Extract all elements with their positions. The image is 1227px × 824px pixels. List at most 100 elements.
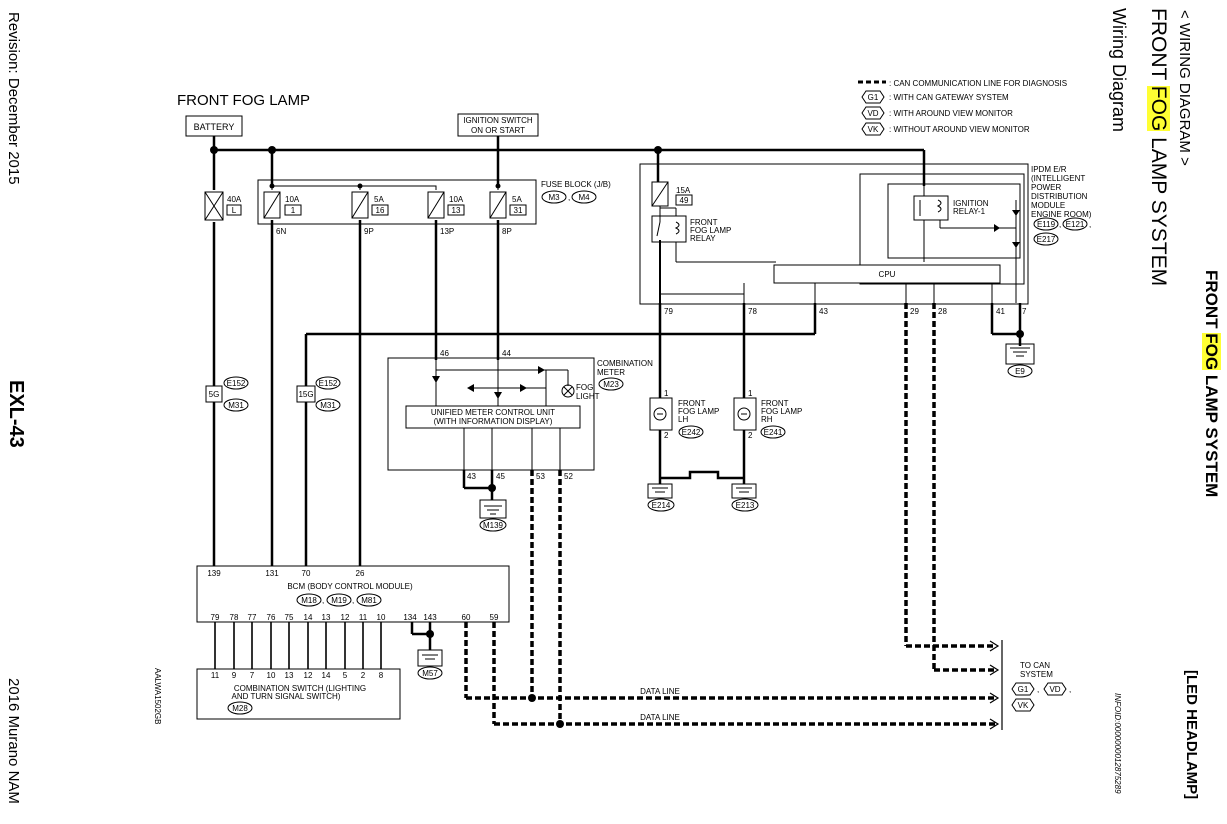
svg-text:FRONT: FRONT — [690, 218, 718, 227]
bcm-pin-label: 11 — [359, 613, 368, 622]
svg-text:,: , — [568, 193, 570, 202]
can-arrows — [989, 640, 1003, 730]
svg-text:29: 29 — [910, 307, 919, 316]
bcm-pin-label: 13 — [322, 613, 331, 622]
svg-text:RELAY-1: RELAY-1 — [953, 207, 986, 216]
legend-g1-tag: G1 — [868, 93, 879, 102]
legend-vd-text: : WITH AROUND VIEW MONITOR — [889, 109, 1013, 118]
battery-label: BATTERY — [194, 122, 235, 132]
data-line-label-2: DATA LINE — [640, 713, 680, 722]
svg-text:79: 79 — [664, 307, 673, 316]
svg-text:46: 46 — [440, 349, 449, 358]
switch-pin-label: 14 — [322, 671, 331, 680]
svg-text:FRONT: FRONT — [678, 399, 706, 408]
ground-e9 — [1005, 343, 1035, 378]
bcm-pin-label: 60 — [462, 613, 471, 622]
legend-vd-tag: VD — [867, 109, 878, 118]
svg-text:IGNITION: IGNITION — [953, 199, 989, 208]
power-wires — [212, 136, 1022, 650]
ground-e213-label: E213 — [736, 501, 755, 510]
svg-text:78: 78 — [748, 307, 757, 316]
can-lines — [464, 303, 996, 726]
switch-pin-label: 11 — [211, 671, 220, 680]
svg-text:CPU: CPU — [879, 270, 896, 279]
svg-text:UNIFIED METER CONTROL UNIT: UNIFIED METER CONTROL UNIT — [431, 408, 555, 417]
svg-text:M19: M19 — [331, 596, 347, 605]
fuse-labels: 10A 1 5A 16 10A 13 5A 31 6N 9P 13P 8P — [276, 195, 527, 236]
svg-text:10A: 10A — [285, 195, 300, 204]
ignition-label-2: ON OR START — [471, 126, 525, 135]
bcm-pin-label: 75 — [285, 613, 294, 622]
svg-text:6N: 6N — [276, 227, 286, 236]
svg-text:COMBINATION: COMBINATION — [597, 359, 653, 368]
svg-text:DISTRIBUTION: DISTRIBUTION — [1031, 192, 1088, 201]
svg-text:10A: 10A — [449, 195, 464, 204]
svg-text:5A: 5A — [512, 195, 522, 204]
bcm-pin-label: 77 — [248, 613, 257, 622]
svg-text:FOG LAMP: FOG LAMP — [678, 407, 719, 416]
svg-text:G1: G1 — [1018, 685, 1029, 694]
svg-text:,: , — [322, 596, 324, 605]
legend-g1-text: : WITH CAN GATEWAY SYSTEM — [889, 93, 1009, 102]
svg-text:(INTELLIGENT: (INTELLIGENT — [1031, 174, 1085, 183]
svg-text:15A: 15A — [676, 186, 691, 195]
svg-text:26: 26 — [356, 569, 365, 578]
data-line-label-1: DATA LINE — [640, 687, 680, 696]
switch-wires — [214, 622, 382, 669]
svg-text:2: 2 — [664, 431, 669, 440]
ground-e213 — [731, 483, 759, 512]
svg-text:M81: M81 — [361, 596, 377, 605]
svg-text:5G: 5G — [209, 390, 220, 399]
svg-text:E241: E241 — [764, 428, 783, 437]
ground-e214 — [647, 483, 675, 512]
bcm-pin-label: 59 — [490, 613, 499, 622]
svg-text:49: 49 — [680, 196, 689, 205]
bcm-pin-label: 143 — [423, 613, 437, 622]
fuse-40a: 40A L — [204, 191, 242, 221]
bcm-pin-label: 134 — [403, 613, 417, 622]
svg-text:LIGHT: LIGHT — [576, 392, 600, 401]
svg-text:M31: M31 — [320, 401, 336, 410]
svg-text:M31: M31 — [228, 401, 244, 410]
svg-text:M18: M18 — [301, 596, 317, 605]
svg-text:E119: E119 — [1037, 220, 1056, 229]
svg-text:,: , — [352, 596, 354, 605]
svg-text:5A: 5A — [374, 195, 384, 204]
svg-text:52: 52 — [564, 472, 573, 481]
bcm-pin-label: 12 — [341, 613, 350, 622]
switch-pin-label: 10 — [267, 671, 276, 680]
switch-pin-label: 12 — [304, 671, 313, 680]
switch-pin-label: 13 — [285, 671, 294, 680]
svg-text:E152: E152 — [319, 379, 338, 388]
svg-text:1: 1 — [291, 206, 296, 215]
svg-text:43: 43 — [467, 472, 476, 481]
bcm-module: 139 131 70 26 BCM (BODY CONTROL MODULE) … — [196, 565, 510, 623]
bcm-pin-label: 76 — [267, 613, 276, 622]
svg-text:8P: 8P — [502, 227, 512, 236]
svg-text:43: 43 — [819, 307, 828, 316]
svg-text:15G: 15G — [298, 390, 313, 399]
svg-text:FUSE BLOCK (J/B): FUSE BLOCK (J/B) — [541, 180, 611, 189]
svg-text:E217: E217 — [1037, 235, 1056, 244]
bcm-pin-label: 79 — [211, 613, 220, 622]
diagram-title: FRONT FOG LAMP — [177, 92, 310, 109]
combination-meter: COMBINATION METER M23 46 44 FOG LIGHT UN… — [387, 349, 653, 481]
bcm-pin-label: 78 — [230, 613, 239, 622]
ground-m139 — [479, 499, 507, 532]
svg-text:IPDM E/R: IPDM E/R — [1031, 165, 1067, 174]
connector-15g: 15G E152 M31 — [296, 376, 341, 412]
junction-dots — [210, 146, 1024, 728]
svg-text:ENGINE ROOM): ENGINE ROOM) — [1031, 210, 1092, 219]
svg-text:40A: 40A — [227, 195, 242, 204]
svg-text:RH: RH — [761, 415, 773, 424]
svg-text:131: 131 — [265, 569, 279, 578]
svg-text:9P: 9P — [364, 227, 374, 236]
svg-text:31: 31 — [514, 206, 523, 215]
svg-text:44: 44 — [502, 349, 511, 358]
svg-text:FOG: FOG — [576, 383, 593, 392]
svg-text:COMBINATION SWITCH (LIGHTING: COMBINATION SWITCH (LIGHTING — [234, 684, 366, 693]
svg-text:FOG LAMP: FOG LAMP — [690, 226, 731, 235]
fuse-block: FUSE BLOCK (J/B) M3 , M4 — [257, 179, 611, 225]
